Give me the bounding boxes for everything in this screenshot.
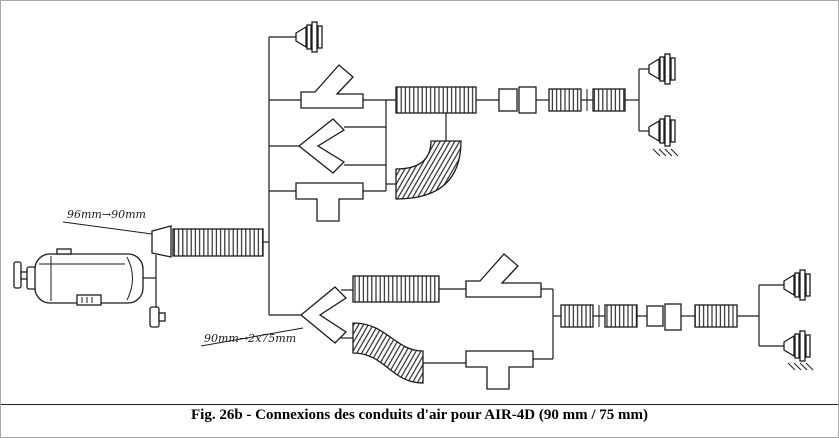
t-piece-bottom — [465, 350, 534, 390]
label-leader-lines — [62, 221, 304, 347]
flex-duct-top-2 — [548, 88, 582, 112]
duct-diagram-svg: 96mm→90mm 90mm→2x75mm — [13, 21, 814, 390]
outlet-vent-right-1 — [648, 53, 676, 85]
t-piece-top — [295, 182, 364, 222]
splitter-top — [297, 118, 346, 174]
flex-duct-bot-4 — [694, 304, 738, 328]
outlet-vent-bottom-1 — [783, 269, 811, 301]
flex-duct-bot-2 — [560, 304, 594, 328]
connection-lines — [143, 36, 784, 364]
louver-hatch-right — [652, 148, 679, 157]
louver-hatch-bottom — [787, 362, 814, 371]
flex-duct-top-1 — [395, 86, 477, 114]
flex-duct-bot-1 — [352, 275, 440, 303]
caption-separator — [1, 404, 838, 405]
outlet-vent-bottom-2 — [783, 330, 811, 362]
label-reducer: 96mm→90mm — [67, 208, 146, 221]
elbow-bottom — [352, 322, 424, 384]
label-splitter: 90mm→2x75mm — [204, 332, 296, 345]
duct-coupler-top — [498, 86, 537, 114]
splitter-bottom — [299, 286, 348, 344]
figure-caption: Fig. 26b - Connexions des conduits d'air… — [191, 407, 648, 423]
flex-duct-bot-3 — [604, 304, 638, 328]
reducer-96-90 — [151, 225, 172, 258]
mounting-bracket — [13, 261, 22, 289]
bottom-outlet-cap — [149, 306, 166, 328]
y-branch-bottom — [465, 253, 542, 298]
flex-duct-main — [172, 228, 264, 257]
heater-unit — [13, 248, 144, 306]
elbow-top — [395, 140, 462, 200]
outlet-vent-right-2 — [648, 115, 676, 147]
heater-control-box — [76, 294, 102, 306]
flex-duct-top-3 — [592, 88, 626, 112]
y-branch-top — [300, 64, 364, 109]
duct-coupler-bottom — [646, 303, 682, 331]
outlet-vent-top — [295, 21, 323, 53]
